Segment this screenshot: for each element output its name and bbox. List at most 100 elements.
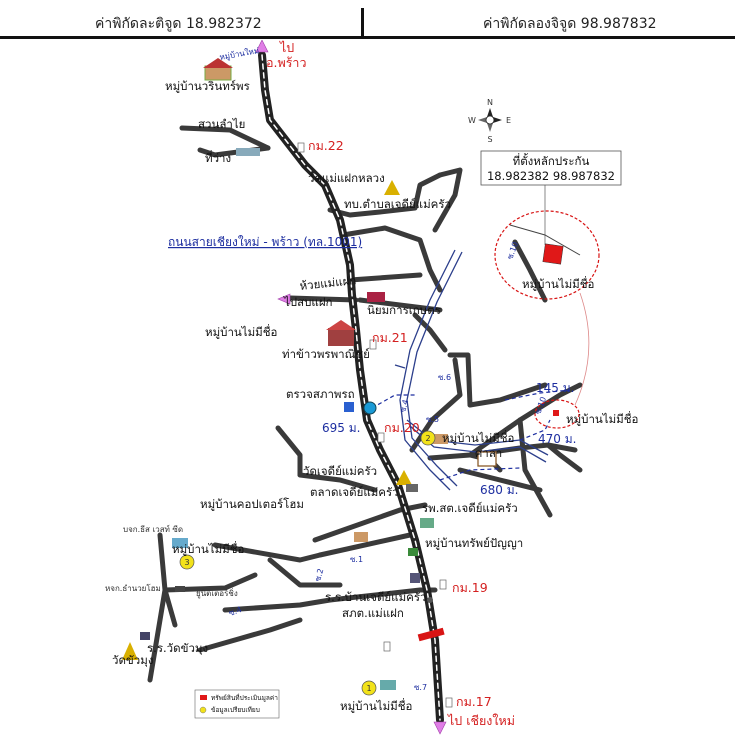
road-east-3 [517, 417, 553, 518]
label-sap-panya: หมู่บ้านทรัพย์ปัญญา [425, 536, 523, 550]
subject-post-icon [383, 641, 391, 652]
road-west-3 [212, 542, 323, 563]
label-unnamed-4: หมู่บ้านไม่มีชื่อ [340, 698, 412, 713]
comparable-3-number: 3 [184, 558, 189, 567]
label-695m: 695 ม. [322, 421, 360, 435]
km21-post-icon [369, 339, 377, 350]
map-legend: ทรัพย์สินที่ประเมินมูลค่า ข้อมูลเปรียบเท… [194, 689, 280, 719]
route-145 [504, 389, 571, 401]
label-unnamed-right: หมู่บ้านไม่มีชื่อ [566, 411, 638, 426]
subject-title: ที่ตั้งหลักประกัน [513, 153, 590, 168]
route-680 [439, 467, 521, 481]
cars-icon [236, 148, 260, 156]
label-company: บจก.ธีส เวสท์ ซีด [123, 524, 183, 534]
road-east-5 [467, 382, 548, 408]
label-market: ตลาดเจดีย์แม่ครัว [310, 485, 399, 499]
label-km22: กม.22 [308, 138, 344, 153]
copter-home-icon [354, 532, 368, 542]
location-map[interactable]: ที่ตั้งหลักประกัน 18.982382 98.987832 หม… [0, 40, 735, 742]
label-school-wat: ร.ร.วัดขัวมุง [147, 641, 208, 655]
subject-road-marker [417, 627, 445, 642]
label-soi4: ซ.4 [228, 605, 243, 618]
inspection-person-icon [344, 402, 354, 412]
label-school: ร.ร.บ้านเจดีย์แม่ครัว [325, 590, 426, 604]
company-icon [172, 538, 188, 548]
subject-zoom-circle [494, 210, 600, 300]
km22-post-icon [297, 142, 305, 153]
label-rice-shop: ท่าข้าวพรพาณิชย์ [282, 347, 370, 361]
school-wat-icon [140, 632, 150, 640]
label-niyom: นิยมการเกษตร [367, 303, 441, 317]
road-soi1 [317, 532, 413, 558]
road-longan [179, 125, 271, 151]
label-wat-chedi: วัดเจดีย์แม่ครัว [303, 464, 377, 478]
label-to-phrao: อ.พร้าว [266, 55, 306, 70]
km20-post-icon [377, 432, 385, 443]
subject-callout-box [480, 150, 622, 186]
river-main-a [399, 249, 456, 491]
coordinate-header: ค่าพิกัดละติจูด 18.982372 ค่าพิกัดลองจิจ… [0, 0, 735, 39]
temple-chedi-icon [396, 470, 412, 485]
longitude-label: ค่าพิกัดลองจิจูด 98.987832 [483, 16, 657, 32]
km19-post-icon [439, 579, 447, 590]
temple-mae-faek-icon [384, 180, 400, 195]
road-soi-hospital [457, 467, 543, 493]
subject-coords: 18.982382 98.987832 [487, 169, 615, 183]
comparable-3-marker [179, 554, 195, 570]
label-road-name: ถนนสายเชียงใหม่ - พร้าว (ทล.1001) [168, 235, 362, 249]
comparable-1-number: 1 [366, 684, 371, 693]
road-soi6 [447, 352, 473, 408]
school-icon [410, 573, 420, 583]
road-copter [312, 502, 428, 543]
road-sob-faek [287, 295, 359, 303]
label-soi5: ซ.5 [426, 415, 439, 424]
road-wat-mae-faek [327, 172, 443, 218]
label-sala: ศาลา [475, 446, 502, 460]
house-unnamed-2-icon [432, 434, 448, 444]
landmark-icons [122, 58, 497, 690]
label-rotated-top: หมู่บ้านใหม่ [219, 46, 260, 63]
label-wat-mae-faek: วัดแม่แฝกหลวง [308, 171, 385, 185]
arrow-to-phrao-icon [255, 40, 269, 53]
market-icon [406, 484, 418, 492]
barn-rice-icon [328, 328, 354, 346]
label-to-sob-faek: ไปสบแฝก [283, 295, 333, 309]
km17-post-icon [445, 697, 453, 708]
subject-parcel [542, 243, 564, 265]
hospital-icon [420, 518, 434, 528]
road-mid-east [412, 312, 448, 353]
subject-small-circle [534, 399, 580, 429]
road-north-branch [432, 167, 463, 233]
legend-comparable-label: ข้อมูลเปรียบเทียบ [211, 706, 260, 714]
road-east-4 [545, 442, 583, 473]
label-copter-home: หมู่บ้านคอปเตอร์โฮม [200, 497, 304, 511]
label-to-chiangmai: ไป เชียงใหม่ [447, 713, 515, 728]
road-mid-west [267, 557, 343, 588]
compass-n: N [487, 98, 493, 107]
label-unit-ching: ยูนิตเตอร์ชิ่ง [196, 587, 238, 599]
label-soi7: ซ.7 [414, 683, 427, 692]
seven-eleven-icon [408, 548, 418, 556]
river-main-b [406, 251, 463, 487]
road-soi4 [222, 597, 333, 613]
house-warinporn-icon [204, 65, 232, 81]
compass-s: S [487, 135, 492, 144]
road-north-east [340, 225, 443, 293]
partnership-icon [175, 586, 185, 592]
legend-subject-swatch [200, 695, 207, 700]
legend-comparable-swatch [199, 706, 207, 714]
compass-rose: N S E W [468, 98, 511, 144]
label-huai-mae-faek: ห้วยแม่แฝก [299, 273, 357, 293]
subject-boundary-road [509, 224, 581, 256]
header-rule [0, 36, 735, 39]
house-unnamed-4-icon [380, 680, 396, 690]
zoom-connector [574, 292, 590, 406]
label-tambon-office: ทบ.ตำบลเจดีย์แม่ครัว [344, 197, 451, 211]
label-km20: กม.20 [384, 420, 420, 435]
label-hospital: รพ.สต.เจดีย์แม่ครัว [422, 501, 518, 515]
arrow-to-chiangmai-icon [433, 721, 447, 735]
label-substation: สภต.แม่แฝก [342, 606, 404, 620]
comparable-markers: 1 2 3 [179, 430, 436, 696]
label-470m: 470 ม. [538, 432, 576, 446]
distance-routes [371, 389, 571, 481]
